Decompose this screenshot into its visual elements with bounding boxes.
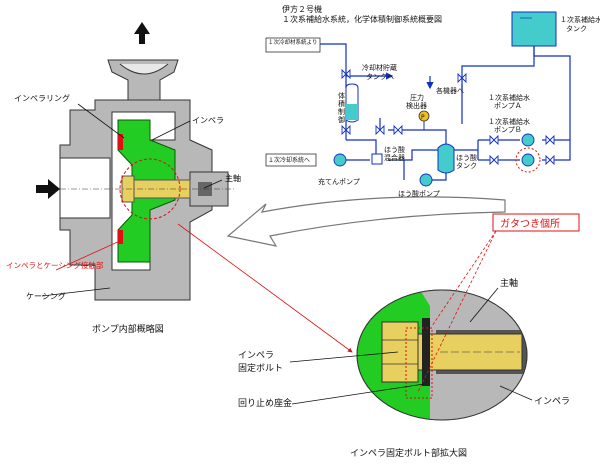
- detail-leader-line: [177, 223, 353, 353]
- flow-arrow-icon: [226, 196, 506, 247]
- label-contact-part: インペラとケーシング接触部: [6, 260, 104, 270]
- detail-caption: インペラ固定ボルト部拡大図: [350, 447, 467, 459]
- label-detail-washer: 回り止め座金: [238, 397, 292, 409]
- system-diagram: 伊方２号機 １次系補給水系統，化学体積制御系統概要図 １次系補給水タンク: [265, 4, 600, 198]
- label-main-shaft: 主軸: [225, 173, 241, 183]
- outlet-arrow-icon: [134, 22, 150, 44]
- charging-pump-symbol: [333, 153, 347, 167]
- system-title-line1: 伊方２号機: [282, 4, 322, 14]
- label-detail-impeller: インペラ: [534, 396, 570, 407]
- label-to-primary: １次冷却系統へ: [268, 156, 310, 164]
- label-boric-pump: ほう酸ポンプ: [398, 189, 440, 198]
- label-pump-a: １次系補給水ポンプＡ: [488, 93, 530, 110]
- label-pressure-detector: 圧力検出器: [406, 93, 427, 110]
- primary-makeup-tank: [511, 11, 557, 47]
- pump-a-symbol: [521, 133, 535, 147]
- label-contact-part-text: インペラとケーシング接触部: [6, 260, 104, 270]
- label-vct: 体積制御: [338, 91, 345, 124]
- label-pump-b: １次系補給水ポンプＢ: [488, 117, 530, 134]
- pump-b-symbol: [521, 153, 535, 167]
- pump-cross-section: インペラリング インペラ 主軸 インペラとケーシング接触部 ケーシング ポンプ内…: [6, 22, 241, 335]
- label-to-coolant-tank: 冷却材貯蔵タンクへ: [362, 63, 397, 81]
- detail-washer: [422, 318, 430, 386]
- detail-bolt-head: [381, 321, 419, 383]
- inlet-arrow-icon: [36, 179, 60, 199]
- pump-caption: ポンプ内部概略図: [92, 323, 164, 335]
- detail-enlargement: ガタつき個所 主軸 インペラ固定ボルト 回り止め座金 インペラ インペラ固定ボル…: [238, 213, 580, 459]
- label-gata: ガタつき個所: [500, 217, 560, 230]
- label-from-primary: １次冷却材系統より: [268, 38, 317, 46]
- label-boric-tank: ほう酸タンク: [456, 153, 477, 170]
- label-impeller-ring: インペラリング: [14, 93, 70, 103]
- label-boric-mixer: ほう酸混合器: [384, 145, 405, 162]
- impeller-ring-mark: [118, 134, 123, 150]
- pump-b-highlight: [515, 147, 541, 173]
- boric-pump-symbol: [419, 173, 433, 187]
- pressure-symbol: P: [421, 114, 425, 121]
- boric-mixer: [371, 153, 383, 165]
- bolt-highlight-circle: [119, 158, 181, 220]
- label-detail-bolt: インペラ固定ボルト: [238, 350, 283, 374]
- label-from-primary-text: １次冷却材系統より: [268, 38, 317, 46]
- label-detail-main-shaft: 主軸: [500, 277, 518, 289]
- label-impeller: インペラ: [192, 116, 224, 125]
- label-casing: ケーシング: [26, 291, 66, 301]
- label-to-equipment: 各機器へ: [436, 86, 464, 95]
- label-charging-pump: 充てんポンプ: [318, 177, 360, 186]
- boric-tank: [437, 143, 455, 174]
- system-title-line2: １次系補給水系統，化学体積制御系統概要図: [282, 14, 442, 24]
- label-makeup-tank: １次系補給水タンク: [560, 15, 600, 33]
